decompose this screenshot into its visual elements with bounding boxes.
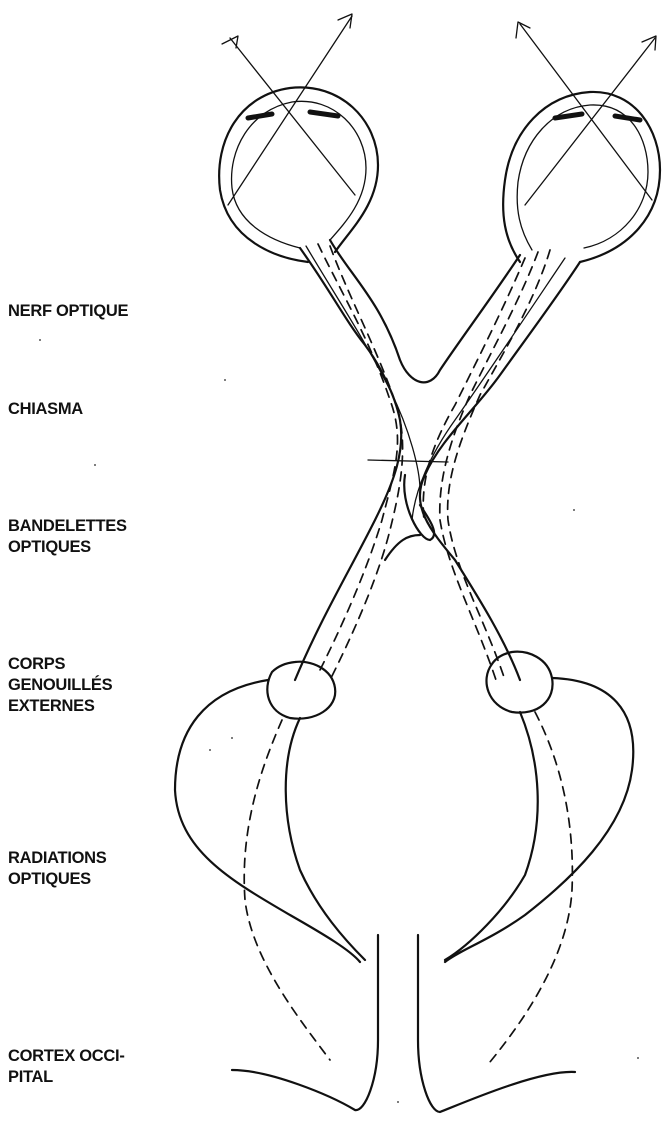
- label-chiasma: CHIASMA: [8, 398, 83, 419]
- optic-radiations: [175, 678, 633, 1062]
- label-bandelettes-optiques: BANDELETTES OPTIQUES: [8, 515, 127, 557]
- occipital-cortex: [232, 935, 575, 1112]
- label-radiations-optiques: RADIATIONS OPTIQUES: [8, 847, 106, 889]
- optic-chiasma: [295, 240, 580, 680]
- label-nerf-optique: NERF OPTIQUE: [8, 300, 128, 321]
- lateral-geniculate-bodies: [267, 652, 552, 719]
- label-corps-genouilles-externes: CORPS GENOUILLÉS EXTERNES: [8, 653, 112, 716]
- label-cortex-occipital: CORTEX OCCI- PITAL: [8, 1045, 125, 1087]
- scan-specks: [39, 339, 639, 1103]
- visual-rays: [222, 14, 656, 205]
- right-eye: [503, 92, 660, 262]
- left-eye: [219, 87, 378, 262]
